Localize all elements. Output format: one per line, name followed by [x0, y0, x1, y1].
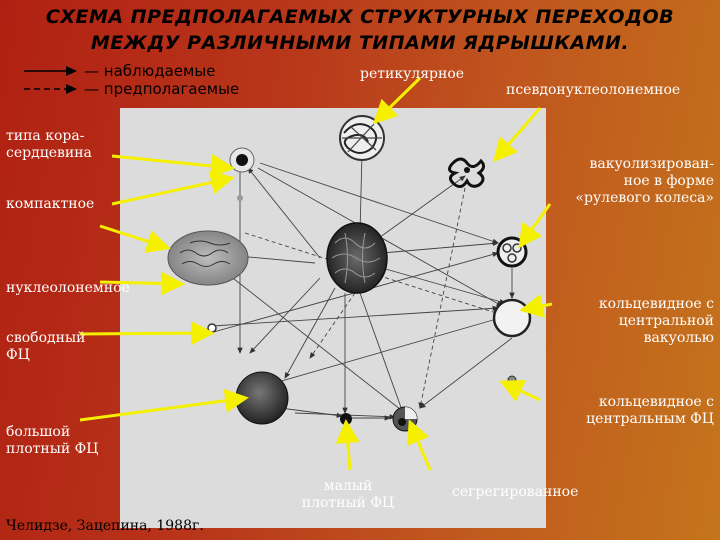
dashed-arrow-icon [24, 84, 77, 94]
legend-assumed: — предполагаемые [22, 80, 240, 98]
compact-nucleolus [237, 195, 243, 201]
label-wheel-vacuolated: вакуолизирован- ное в форме «рулевого ко… [575, 156, 714, 206]
ring-central-vacuole-nucleolus [492, 298, 532, 338]
label-ring-central-vacuole: кольцевидное с центральной вакуолью [598, 296, 714, 346]
label-small-dense-fc: малый плотный ФЦ [301, 478, 395, 511]
wheel-vacuolated-nucleolus [496, 236, 528, 268]
title-line-2: МЕЖДУ РАЗЛИЧНЫМИ ТИПАМИ ЯДРЫШКАМИ. [90, 32, 630, 54]
label-ring-central-fc: кольцевидное с центральным ФЦ [586, 394, 714, 427]
transition-lines [204, 152, 515, 421]
reticular-nucleolus [339, 115, 385, 161]
label-core-cortex: типа кора- сердцевина [6, 128, 92, 161]
micrograph-panel [120, 108, 546, 528]
label-free-fc: свободный ФЦ [6, 330, 86, 363]
label-pseudonucleolonemal: псевдонуклеолонемное [506, 82, 681, 98]
large-dense-fc-nucleolus [235, 371, 289, 425]
label-nucleolonemal: нуклеолонемное [6, 280, 130, 296]
label-segregated: сегрегированное [452, 484, 579, 500]
central-nucleolus [326, 222, 388, 294]
nucleoli-scheme [167, 115, 532, 432]
ring-central-fc-nucleolus [507, 375, 517, 385]
core-cortex-nucleolus [229, 147, 255, 173]
legend-assumed-text: — предполагаемые [84, 80, 240, 98]
label-large-dense-fc: большой плотный ФЦ [6, 424, 99, 457]
legend-observed-text: — наблюдаемые [84, 62, 216, 80]
label-compact: компактное [6, 196, 95, 212]
pseudonucleolonemal-nucleolus [448, 157, 486, 188]
citation: Челидзе, Зацепина, 1988г. [6, 518, 204, 534]
label-reticular: ретикулярное [360, 66, 465, 82]
title-line-1: СХЕМА ПРЕДПОЛАГАЕМЫХ СТРУКТУРНЫХ ПЕРЕХОД… [45, 6, 675, 28]
nucleolonemal-nucleolus [167, 230, 249, 286]
free-fc-nucleolus [207, 323, 217, 333]
solid-arrow-icon [24, 66, 77, 76]
legend-observed: — наблюдаемые [22, 62, 216, 80]
small-dense-fc-nucleolus [340, 413, 352, 425]
assumed-transition-lines [244, 187, 513, 409]
segregated-nucleolus [392, 406, 418, 432]
